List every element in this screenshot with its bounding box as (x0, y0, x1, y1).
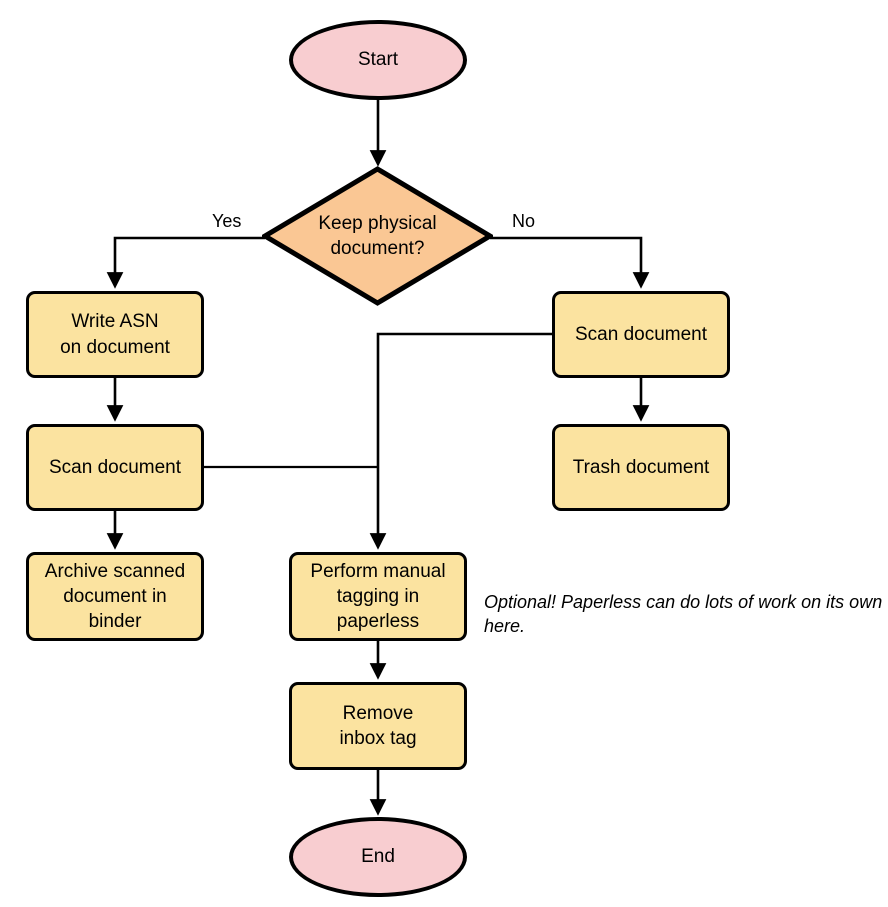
edge-label-no: No (509, 211, 539, 232)
node-start[interactable]: Start (289, 20, 467, 100)
node-start-label: Start (357, 49, 399, 71)
node-scan-document-left-label: Scan document (48, 456, 182, 478)
note-optional-paperless: Optional! Paperless can do lots of work … (484, 592, 883, 637)
node-keep-physical-document[interactable]: Keep physical document? (262, 166, 493, 306)
node-end-label: End (361, 846, 395, 868)
node-scan-document-right[interactable]: Scan document (552, 291, 730, 378)
node-archive-document-label: Archive scanned document in binder (44, 560, 186, 633)
node-perform-manual-tagging[interactable]: Perform manual tagging in paperless (289, 552, 467, 641)
diamond-shape (262, 166, 493, 306)
node-trash-document[interactable]: Trash document (552, 424, 730, 511)
edge-scan-right-to-tagging (369, 332, 552, 550)
node-archive-document[interactable]: Archive scanned document in binder (26, 552, 204, 641)
node-keep-physical-document-label: Keep physical document? (318, 212, 437, 259)
edge-decision-to-write-asn (106, 236, 265, 289)
node-scan-document-right-label: Scan document (574, 323, 708, 345)
node-end[interactable]: End (289, 817, 467, 897)
edge-label-yes: Yes (209, 211, 245, 232)
node-remove-inbox-tag[interactable]: Remove inbox tag (289, 682, 467, 770)
node-scan-document-left[interactable]: Scan document (26, 424, 204, 511)
edge-decision-to-scan-right (490, 236, 650, 289)
node-perform-manual-tagging-label: Perform manual tagging in paperless (310, 560, 446, 633)
node-write-asn-label: Write ASN on document (60, 311, 170, 358)
node-trash-document-label: Trash document (572, 456, 710, 478)
node-write-asn[interactable]: Write ASN on document (26, 291, 204, 378)
node-remove-inbox-tag-label: Remove inbox tag (339, 702, 417, 749)
